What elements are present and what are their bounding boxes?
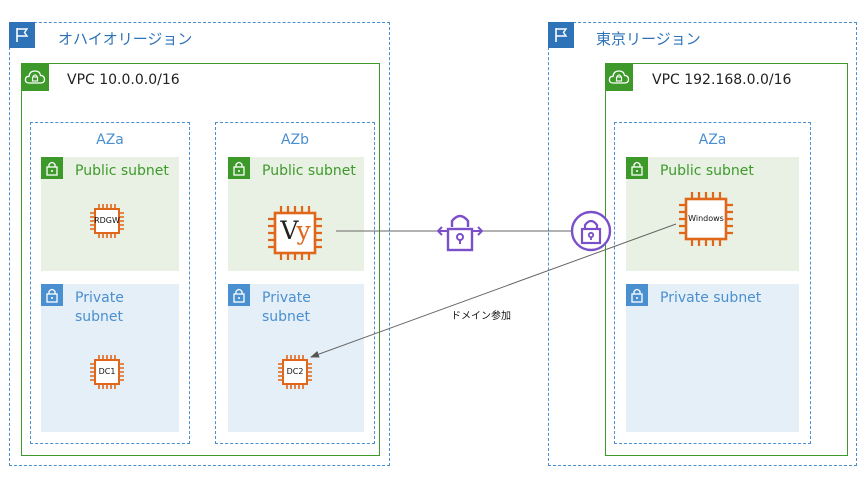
ohio-region (9, 22, 390, 466)
private-subnet-label-line1: Private (262, 290, 311, 306)
vyos-logo-label: Vy (280, 216, 310, 245)
lock-icon (228, 157, 250, 179)
private-subnet-label-line1: Private (75, 290, 124, 306)
flag-icon (9, 22, 35, 48)
private-subnet-label: Private subnet (660, 290, 762, 306)
ec2-instance-vyos (267, 205, 323, 261)
public-subnet-label: Public subnet (660, 163, 754, 179)
ohio-az-a-private-subnet (41, 284, 179, 432)
ec2-instance-rdgw (89, 203, 125, 239)
private-subnet-label-line2: subnet (262, 309, 311, 325)
tokyo-private-subnet (626, 284, 799, 432)
vpc-cloud-lock-icon (605, 63, 633, 91)
windows-label: Windows (688, 214, 724, 223)
ohio-az-b-private-subnet (228, 284, 364, 432)
lock-icon (228, 284, 250, 306)
tokyo-vpc (605, 63, 848, 456)
private-subnet-label: Private subnet (262, 289, 311, 327)
ohio-region-title: オハイオリージョン (58, 30, 193, 48)
private-subnet-label-line2: subnet (75, 309, 124, 325)
rdgw-label: RDGW (94, 216, 120, 225)
vpc-cloud-lock-icon (21, 63, 49, 91)
tokyo-vpc-label: VPC 192.168.0.0/16 (652, 72, 792, 88)
vpn-gateway-icon (569, 209, 613, 253)
lock-icon (626, 284, 648, 306)
flag-icon (548, 22, 574, 48)
ohio-az-b (215, 122, 375, 444)
ec2-instance-dc1 (89, 354, 125, 390)
tokyo-region-title: 東京リージョン (596, 30, 701, 48)
domain-join-arrow (310, 223, 677, 358)
ohio-vpc (21, 63, 380, 456)
tokyo-region (548, 22, 857, 466)
public-subnet-label: Public subnet (262, 163, 356, 179)
lock-icon (41, 157, 63, 179)
tokyo-az-a-label: AZa (698, 132, 727, 148)
lock-icon (41, 284, 63, 306)
dc1-label: DC1 (98, 367, 116, 376)
lock-icon (626, 157, 648, 179)
ec2-instance-dc2 (277, 354, 313, 390)
ohio-vpc-label: VPC 10.0.0.0/16 (67, 72, 180, 88)
ohio-az-a (30, 122, 190, 444)
vpn-connection-icon (436, 207, 484, 255)
dc2-label: DC2 (286, 367, 304, 376)
ohio-az-a-label: AZa (96, 132, 124, 148)
tokyo-az-a (614, 122, 811, 444)
ohio-az-b-label: AZb (280, 132, 310, 148)
ec2-instance-windows (678, 191, 734, 247)
public-subnet-label: Public subnet (75, 163, 169, 179)
domain-join-label: ドメイン参加 (451, 311, 511, 322)
private-subnet-label: Private subnet (75, 289, 124, 327)
